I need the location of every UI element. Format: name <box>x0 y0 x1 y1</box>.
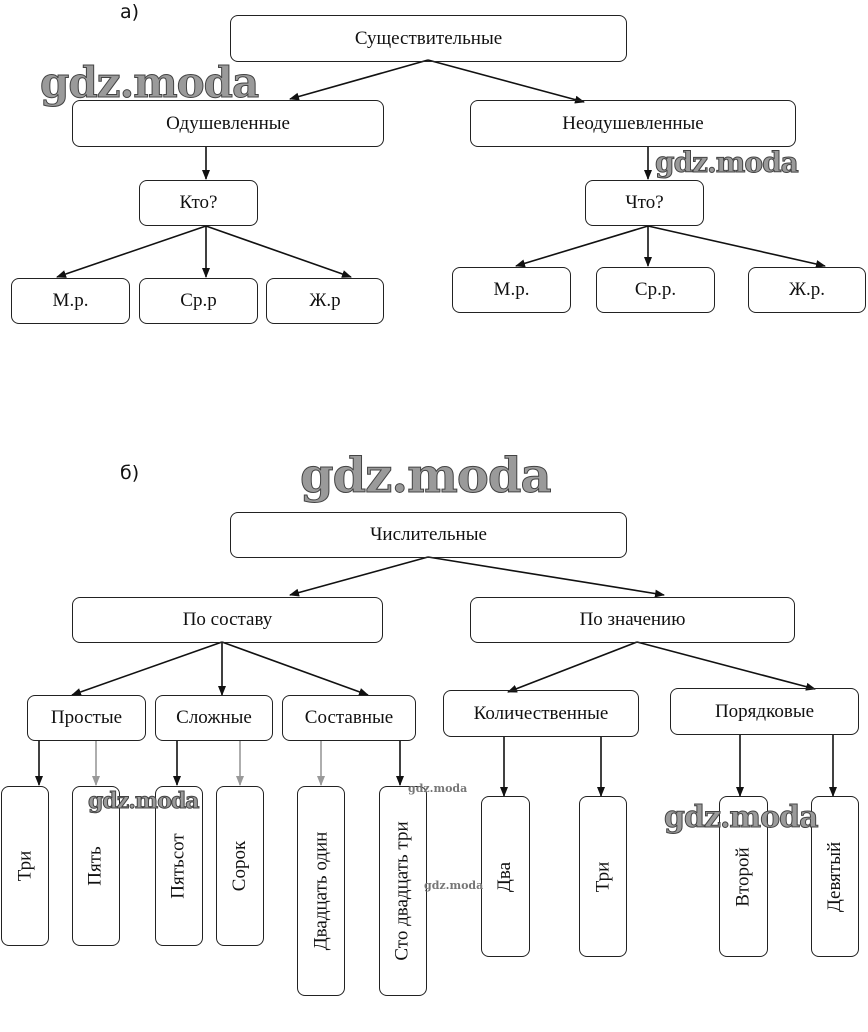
watermark: gdz.moda <box>664 800 820 836</box>
node-numerals: Числительные <box>230 512 627 558</box>
arrow-who-to-m <box>56 225 207 278</box>
example-twenty-one: Двадцать один <box>297 786 345 996</box>
watermark: gdz.moda <box>655 146 800 180</box>
arrow-num-to-composition <box>289 556 429 597</box>
example-forty: Сорок <box>216 786 264 946</box>
example-ninth-text: Девятый <box>824 841 846 912</box>
node-inanimate-neuter: Ср.р. <box>596 267 715 313</box>
node-ordinal: Порядковые <box>670 688 859 735</box>
example-three: Три <box>1 786 49 946</box>
example-one-hundred-twenty-three: Сто двадцать три <box>379 786 427 996</box>
example-cardinal-three: Три <box>579 796 627 957</box>
node-who: Кто? <box>139 180 258 226</box>
watermark: gdz.moda <box>300 448 553 505</box>
watermark: gdz.moda <box>408 782 468 795</box>
arrow-root-to-inanimate <box>427 59 585 104</box>
node-what: Что? <box>585 180 704 226</box>
node-simple: Простые <box>27 695 146 741</box>
arrow-comp-to-simple <box>71 641 223 696</box>
arrow-root-to-animate <box>289 59 429 101</box>
watermark: gdz.moda <box>88 788 201 815</box>
example-cardinal-three-text: Три <box>592 861 613 892</box>
arrow-comp-to-compound <box>221 641 369 696</box>
example-ninth: Девятый <box>811 796 859 957</box>
example-five: Пять <box>72 786 120 946</box>
node-animate-neuter: Ср.р <box>139 278 258 324</box>
diagram-b-label: б) <box>120 462 140 484</box>
node-compound: Составные <box>282 695 416 741</box>
node-inanimate-feminine: Ж.р. <box>748 267 866 313</box>
node-animate-feminine: Ж.р <box>266 278 384 324</box>
example-five-hundred-text: Пятьсот <box>168 833 190 899</box>
node-nouns: Существительные <box>230 15 627 62</box>
example-second-text: Второй <box>732 846 754 907</box>
example-three-text: Три <box>14 850 35 882</box>
example-two-text: Два <box>494 861 516 892</box>
arrow-mean-to-ord <box>636 641 816 691</box>
node-animate-masculine: М.р. <box>11 278 130 324</box>
arrow-what-to-m <box>515 225 649 268</box>
example-forty-text: Сорок <box>229 840 250 892</box>
watermark: gdz.moda <box>39 58 259 108</box>
node-complex: Сложные <box>155 695 273 741</box>
arrow-what-to-f <box>647 225 826 268</box>
arrow-who-to-f <box>205 225 352 278</box>
arrow-num-to-meaning <box>427 556 665 598</box>
diagram-a-label: а) <box>120 1 140 23</box>
node-by-meaning: По значению <box>470 597 795 643</box>
example-five-hundred: Пятьсот <box>155 786 203 946</box>
example-five-text: Пять <box>85 846 106 886</box>
node-inanimate-masculine: М.р. <box>452 267 571 313</box>
example-second: Второй <box>719 796 768 957</box>
example-two: Два <box>481 796 530 957</box>
watermark: gdz.moda <box>424 879 484 892</box>
example-twenty-one-text: Двадцать один <box>310 831 332 951</box>
node-cardinal: Количественные <box>443 690 639 737</box>
node-by-composition: По составу <box>72 597 383 643</box>
node-inanimate: Неодушевленные <box>470 100 796 147</box>
example-one-hundred-twenty-three-text: Сто двадцать три <box>392 821 413 961</box>
node-animate: Одушевленные <box>72 100 384 147</box>
arrow-mean-to-quant <box>507 641 638 693</box>
